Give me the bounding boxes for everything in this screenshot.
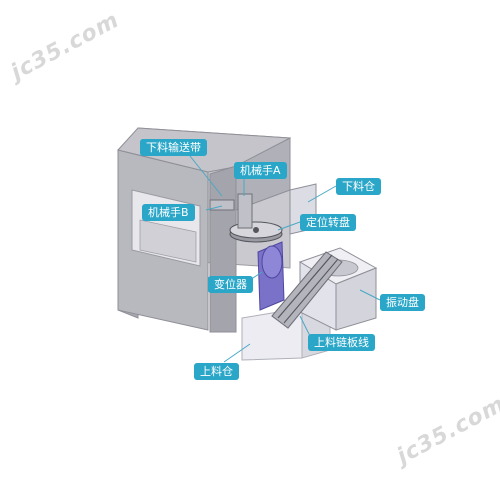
leader-blanking-bin xyxy=(307,185,337,203)
frame-window-inner xyxy=(139,219,197,263)
label-vibration-plate: 振动盘 xyxy=(380,294,425,311)
label-feeding-chain-line: 上料链板线 xyxy=(308,334,375,351)
turntable-hub xyxy=(253,227,259,233)
leader-blanking-conveyor xyxy=(189,155,223,197)
label-robot-b: 机械手B xyxy=(142,204,195,221)
chain-line-body xyxy=(271,251,343,329)
frame-right-column xyxy=(209,165,237,333)
leader-vibration xyxy=(359,289,381,301)
leader-robot-b xyxy=(205,205,223,211)
label-feeding-bin: 上料仓 xyxy=(194,363,239,380)
label-indexer: 变位器 xyxy=(208,276,253,293)
robot-b-arm xyxy=(209,199,235,211)
leader-turntable xyxy=(277,221,301,231)
label-blanking-conveyor: 下料输送带 xyxy=(140,139,207,156)
robot-a-arm xyxy=(237,193,253,229)
chain-line-rail xyxy=(277,254,333,319)
label-blanking-bin: 下料仓 xyxy=(336,178,381,195)
leader-feeding-bin xyxy=(223,343,251,363)
chain-line-rail-2 xyxy=(283,258,339,324)
label-robot-a: 机械手A xyxy=(234,162,287,179)
label-positioning-turntable: 定位转盘 xyxy=(300,214,356,231)
indexer-disc xyxy=(261,245,283,279)
